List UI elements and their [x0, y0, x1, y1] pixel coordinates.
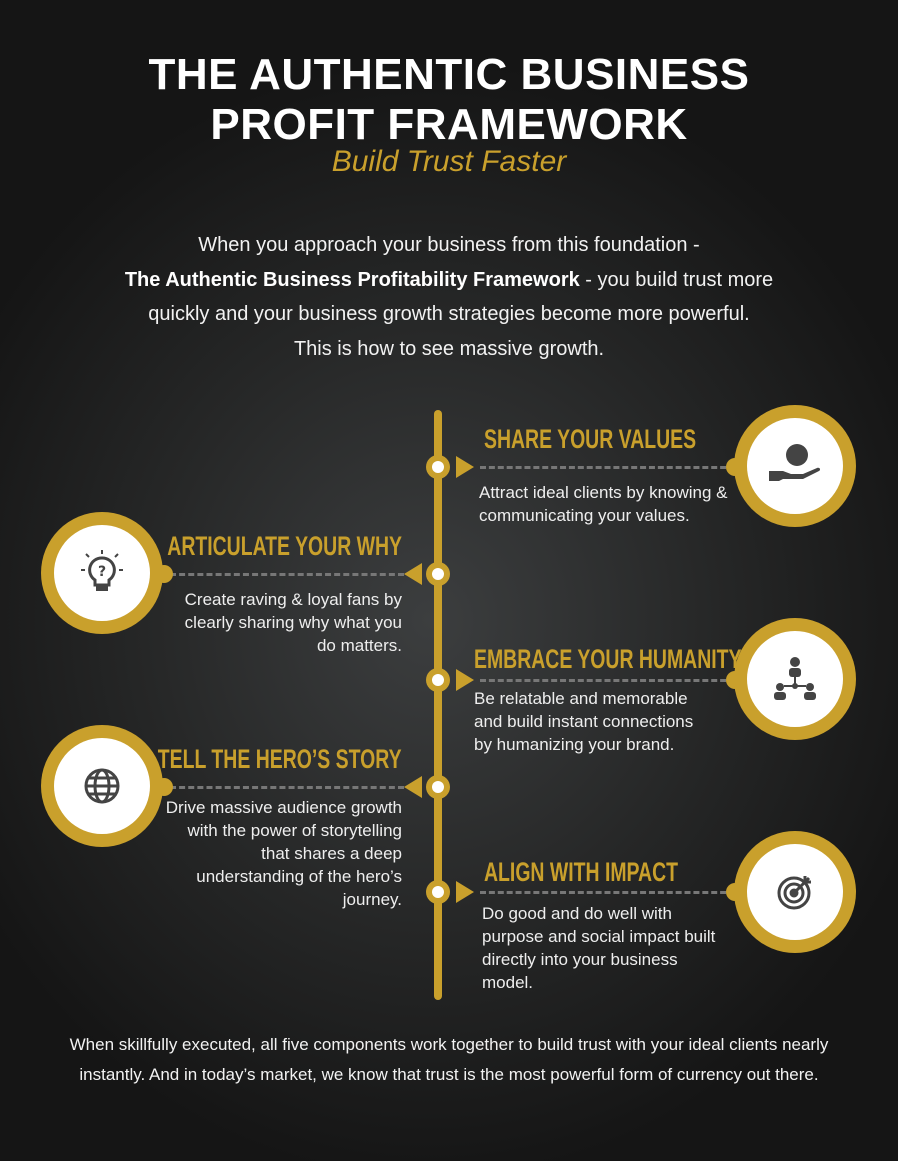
step-text: Attract ideal clients by knowing & commu… — [479, 483, 728, 525]
arrow-right-icon — [456, 669, 474, 691]
icon-circle — [41, 725, 163, 847]
connector — [480, 679, 735, 682]
closing-text: When skillfully executed, all five compo… — [69, 1035, 829, 1084]
people-network-icon — [774, 657, 816, 700]
arrow-right-icon — [456, 456, 474, 478]
timeline-node — [426, 668, 450, 692]
arrow-right-icon — [456, 881, 474, 903]
step-text: Do good and do well with purpose and soc… — [482, 904, 716, 992]
lightbulb-question-icon: ? — [81, 550, 123, 591]
arrow-left-icon — [404, 563, 422, 585]
globe-icon — [84, 768, 120, 804]
arrow-left-icon — [404, 776, 422, 798]
connector — [480, 466, 735, 469]
icon-circle: ? — [41, 512, 163, 634]
svg-text:?: ? — [98, 564, 106, 580]
timeline-node — [426, 455, 450, 479]
step-title: EMBRACE YOUR HUMANITY — [474, 644, 742, 674]
intro-text: When you approach your business from thi… — [124, 234, 774, 360]
hand-holding-icon — [769, 444, 821, 481]
connector — [170, 786, 404, 789]
step-title: ARTICULATE YOUR WHY — [167, 531, 402, 561]
step-text: Drive massive audience growth with the p… — [165, 798, 402, 909]
connector — [480, 891, 735, 894]
connector — [170, 573, 404, 576]
subtitle: Build Trust Faster — [331, 145, 567, 178]
icon-circle — [734, 618, 856, 740]
target-icon — [777, 876, 811, 910]
step-text: Create raving & loyal fans by clearly sh… — [184, 590, 402, 655]
timeline-line — [434, 410, 442, 1000]
step-title: SHARE YOUR VALUES — [484, 424, 697, 454]
icon-circle — [734, 831, 856, 953]
step-title: TELL THE HERO’S STORY — [158, 744, 402, 774]
step-title: ALIGN WITH IMPACT — [484, 857, 679, 887]
icon-circle — [734, 405, 856, 527]
timeline-node — [426, 880, 450, 904]
timeline-node — [426, 562, 450, 586]
step-text: Be relatable and memorable and build ins… — [474, 689, 694, 754]
timeline-node — [426, 775, 450, 799]
